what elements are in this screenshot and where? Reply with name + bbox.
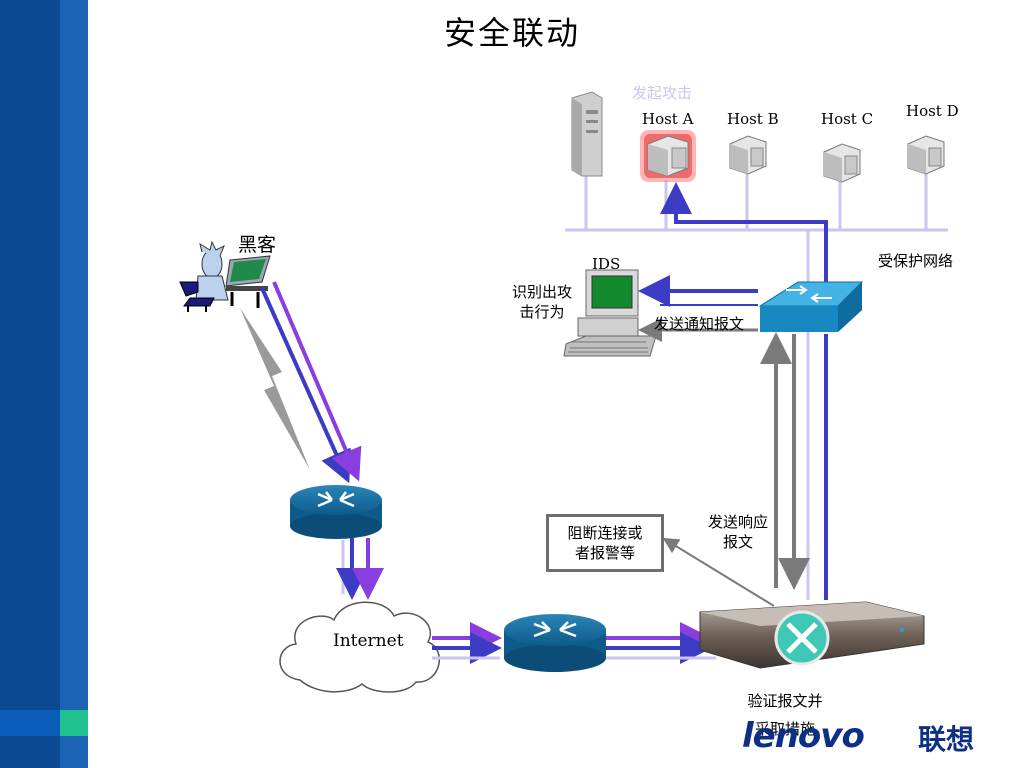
lenovo-logo: lenovo	[742, 716, 865, 756]
verify-label-line-2: 采取措施	[754, 720, 815, 738]
host-d-icon	[907, 135, 945, 175]
protected-network-label: 受保护网络	[878, 252, 954, 270]
left-sidebar-band	[0, 0, 88, 768]
block-action-arrow	[662, 537, 775, 607]
block-action-box: 阻断连接或 者报警等	[546, 514, 664, 572]
notify-label: 发送通知报文	[654, 315, 745, 333]
hacker-to-router-arrow-blue	[260, 287, 351, 484]
response-label-line-1: 发送响应	[707, 513, 768, 531]
router-bottom-icon	[504, 614, 606, 672]
block-box-line-1: 阻断连接或	[567, 524, 643, 542]
ids-identify-line-1: 识别出攻	[511, 283, 572, 301]
host-a-label: Host A	[642, 110, 694, 128]
verify-label-line-1: 验证报文并	[747, 692, 823, 710]
response-label-line-2: 报文	[722, 533, 753, 551]
switch-icon	[758, 281, 864, 332]
ids-identify-line-2: 击行为	[519, 303, 565, 321]
host-c-label: Host C	[821, 110, 874, 128]
slide-title: 安全联动	[443, 14, 580, 52]
attack-path-to-host-a	[660, 182, 828, 282]
sidebar-stripe-light	[60, 0, 88, 768]
sidebar-stripe-dark	[0, 0, 60, 768]
internet-label: Internet	[333, 631, 404, 651]
internet-cloud-icon	[279, 601, 440, 693]
server-tower-icon	[571, 91, 603, 177]
hacker-label: 黑客	[238, 234, 277, 256]
sidebar-square-blue	[0, 710, 60, 736]
block-box-line-2: 者报警等	[574, 544, 635, 562]
host-c-icon	[823, 143, 861, 183]
attack-label: 发起攻击	[632, 84, 693, 102]
host-d-label: Host D	[906, 102, 959, 120]
router-top-icon	[290, 485, 382, 539]
hacker-to-router-arrow-purple	[272, 281, 362, 482]
host-b-label: Host B	[727, 110, 779, 128]
host-a-icon	[640, 130, 696, 182]
ids-computer-icon	[563, 269, 657, 357]
ids-label: IDS	[592, 255, 621, 273]
host-b-icon	[729, 135, 767, 175]
wireless-link-bolt	[240, 308, 310, 470]
security-device-icon	[699, 601, 925, 669]
hacker-icon	[179, 240, 271, 312]
lenovo-logo-cn: 联想	[918, 723, 975, 756]
sidebar-square-green	[60, 710, 88, 736]
